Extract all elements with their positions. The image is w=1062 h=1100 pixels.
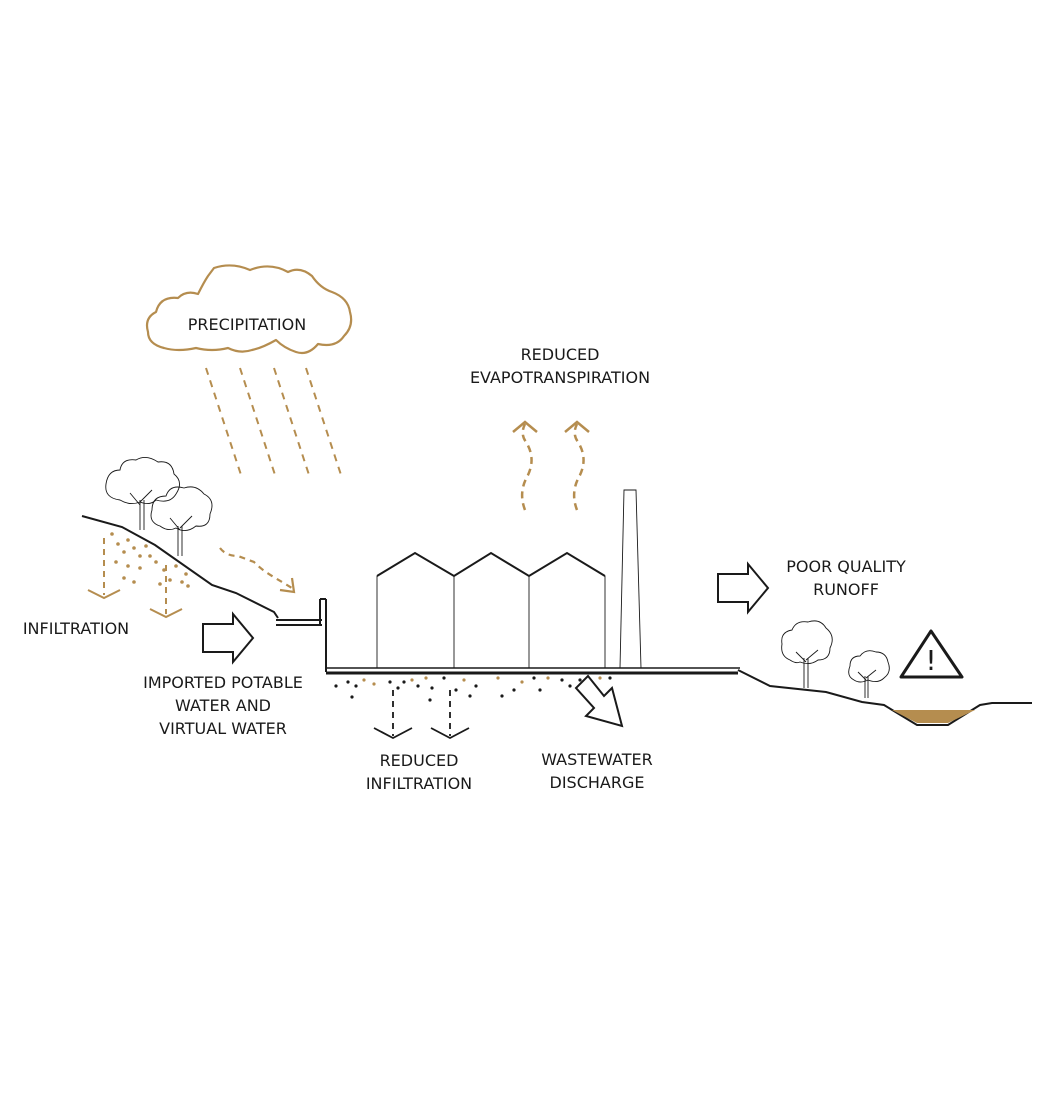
evapotranspiration-label-line2: EVAPOTRANSPIRATION bbox=[470, 368, 650, 387]
warning-icon: ! bbox=[899, 629, 964, 679]
infiltration-dots bbox=[110, 532, 190, 588]
factory-icon bbox=[376, 551, 606, 668]
polluted-pond bbox=[892, 710, 975, 723]
imported-water-label-line3: VIRTUAL WATER bbox=[159, 719, 287, 738]
tree-icon bbox=[105, 457, 180, 530]
tree-icon bbox=[848, 650, 890, 698]
wastewater-label-line1: WASTEWATER bbox=[541, 750, 653, 769]
chimney-icon bbox=[619, 489, 642, 669]
paved-ground bbox=[276, 598, 740, 675]
warning-glyph: ! bbox=[925, 644, 936, 677]
infiltration-arrows-icon bbox=[87, 538, 183, 619]
infiltration-label: INFILTRATION bbox=[23, 619, 129, 638]
precipitation-label: PRECIPITATION bbox=[188, 315, 306, 334]
runoff-arrow bbox=[717, 561, 770, 615]
arrow-icon bbox=[202, 611, 255, 665]
surface-runoff-arrow-icon bbox=[219, 547, 296, 594]
evaporation-arrows-icon bbox=[512, 420, 590, 511]
runoff-label-line2: RUNOFF bbox=[813, 580, 879, 599]
imported-water-label-line2: WATER AND bbox=[175, 696, 271, 715]
wastewater-label-line2: DISCHARGE bbox=[550, 773, 645, 792]
right-terrain bbox=[737, 669, 1032, 726]
rain-lines bbox=[205, 367, 343, 479]
reduced-infiltration-label-line2: INFILTRATION bbox=[366, 774, 472, 793]
tree-icon bbox=[150, 486, 213, 556]
evapotranspiration-label-line1: REDUCED bbox=[521, 345, 600, 364]
reduced-infiltration-label-line1: REDUCED bbox=[380, 751, 459, 770]
reduced-infiltration-dots bbox=[334, 676, 612, 702]
arrow-icon bbox=[574, 674, 624, 728]
runoff-label-line1: POOR QUALITY bbox=[786, 557, 906, 576]
cloud-icon bbox=[145, 264, 353, 355]
reduced-infiltration-arrows-icon bbox=[373, 690, 470, 740]
tree-icon bbox=[781, 620, 833, 688]
left-hillside bbox=[81, 515, 279, 619]
imported-water-label-line1: IMPORTED POTABLE bbox=[143, 673, 303, 692]
